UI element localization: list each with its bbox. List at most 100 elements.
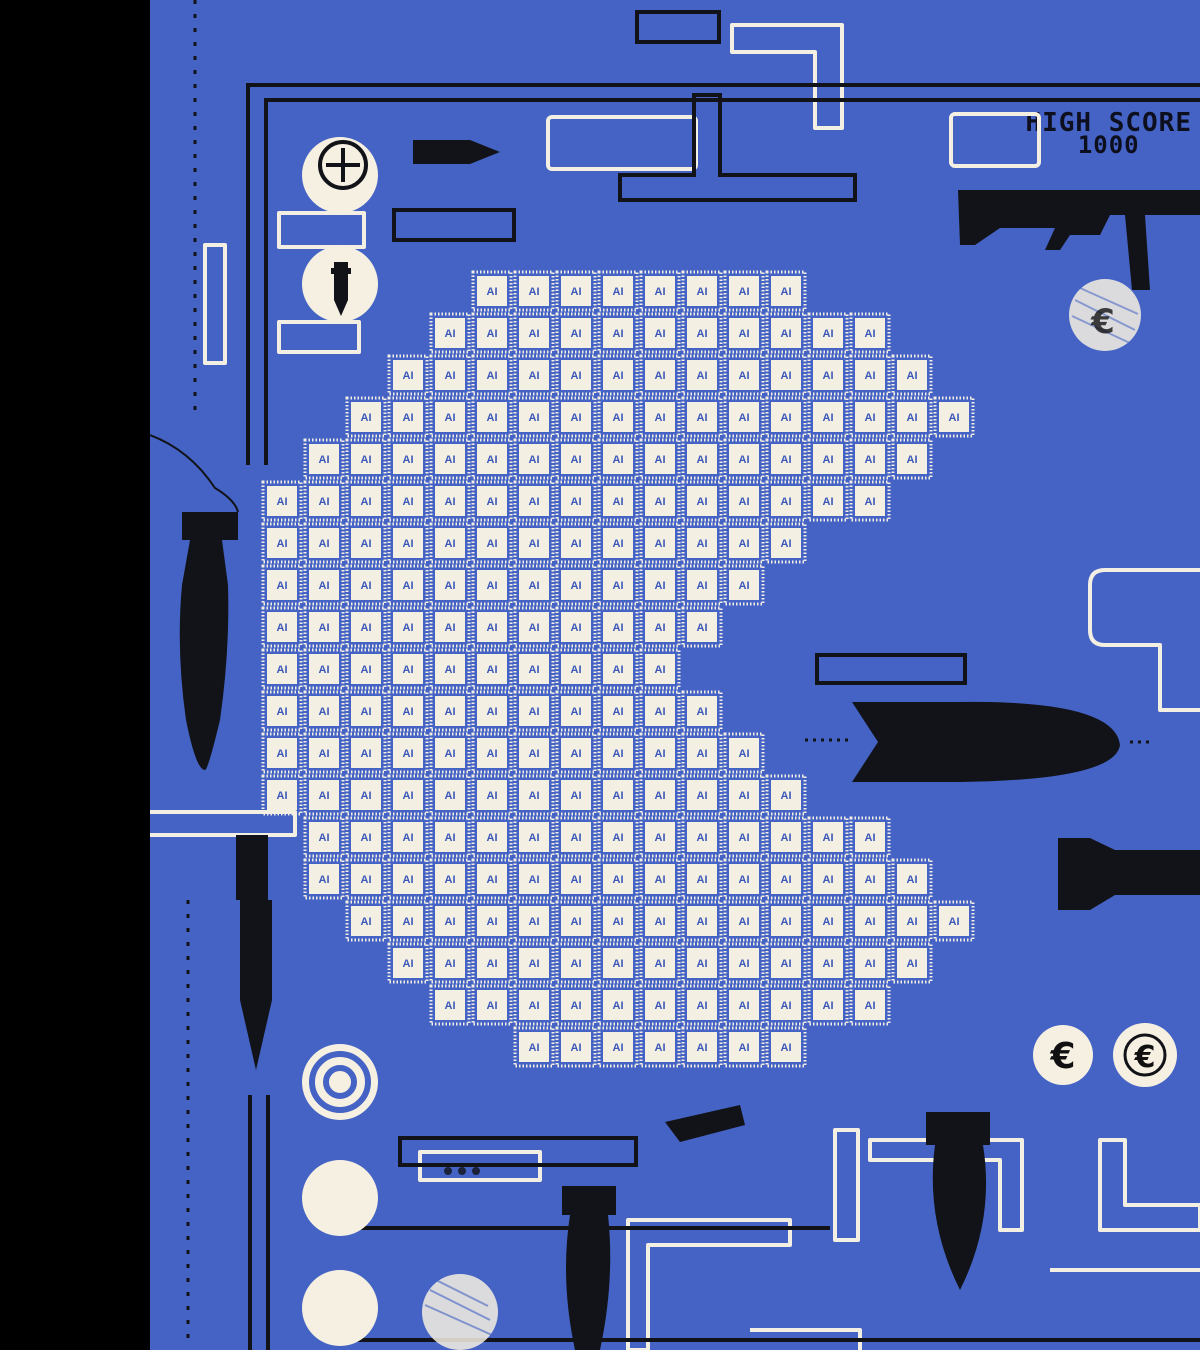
ai-chip-label: AI bbox=[319, 496, 330, 508]
ai-chip: AI bbox=[303, 732, 345, 774]
ai-chip: AI bbox=[345, 690, 387, 732]
ai-chip: AI bbox=[471, 396, 513, 438]
ai-chip-label: AI bbox=[361, 874, 372, 886]
ai-chip: AI bbox=[765, 312, 807, 354]
ai-chip-label: AI bbox=[613, 1042, 624, 1054]
ai-chip-label: AI bbox=[781, 370, 792, 382]
ai-chip: AI bbox=[555, 564, 597, 606]
ai-chip-label: AI bbox=[655, 496, 666, 508]
ai-chip: AI bbox=[597, 564, 639, 606]
ai-chip-label: AI bbox=[277, 622, 288, 634]
ai-chip-label: AI bbox=[655, 790, 666, 802]
ai-chip-label: AI bbox=[697, 706, 708, 718]
ai-chip-label: AI bbox=[655, 706, 666, 718]
maze-wall bbox=[546, 115, 698, 171]
ai-chip: AI bbox=[429, 816, 471, 858]
ai-chip-label: AI bbox=[865, 412, 876, 424]
ai-chip: AI bbox=[891, 396, 933, 438]
ai-chip: AI bbox=[513, 816, 555, 858]
ai-chip: AI bbox=[933, 396, 975, 438]
ai-chip: AI bbox=[597, 774, 639, 816]
ai-chip-label: AI bbox=[571, 790, 582, 802]
ai-chip: AI bbox=[723, 396, 765, 438]
ai-chip-label: AI bbox=[319, 874, 330, 886]
ai-chip-label: AI bbox=[865, 1000, 876, 1012]
ai-chip-label: AI bbox=[529, 832, 540, 844]
ai-chip-label: AI bbox=[403, 664, 414, 676]
ai-chip: AI bbox=[765, 942, 807, 984]
ai-chip-label: AI bbox=[613, 832, 624, 844]
ai-chip: AI bbox=[681, 270, 723, 312]
ai-chip: AI bbox=[765, 816, 807, 858]
ai-chip-label: AI bbox=[277, 496, 288, 508]
ai-chip-label: AI bbox=[571, 1042, 582, 1054]
ai-chip: AI bbox=[429, 984, 471, 1026]
ai-chip: AI bbox=[723, 942, 765, 984]
power-pellet bbox=[302, 1160, 378, 1236]
ai-chip-label: AI bbox=[445, 958, 456, 970]
ai-chip-label: AI bbox=[487, 370, 498, 382]
ai-chip-label: AI bbox=[445, 412, 456, 424]
ai-chip: AI bbox=[849, 312, 891, 354]
ai-chip: AI bbox=[681, 816, 723, 858]
ai-chip-label: AI bbox=[739, 958, 750, 970]
ai-chip: AI bbox=[387, 774, 429, 816]
ai-chip: AI bbox=[597, 690, 639, 732]
ai-chip-label: AI bbox=[865, 370, 876, 382]
ai-chip-label: AI bbox=[697, 622, 708, 634]
ai-chip: AI bbox=[681, 354, 723, 396]
ai-chip-label: AI bbox=[445, 832, 456, 844]
ai-chip-label: AI bbox=[781, 916, 792, 928]
ai-chip: AI bbox=[807, 984, 849, 1026]
enemies bbox=[179, 140, 1200, 1350]
ai-chip: AI bbox=[471, 774, 513, 816]
ai-chip-label: AI bbox=[655, 1000, 666, 1012]
ai-chip: AI bbox=[555, 732, 597, 774]
ai-chip-label: AI bbox=[823, 916, 834, 928]
ai-chip: AI bbox=[471, 522, 513, 564]
ai-chip: AI bbox=[681, 312, 723, 354]
ai-chip-label: AI bbox=[571, 874, 582, 886]
ai-chip: AI bbox=[723, 564, 765, 606]
ai-chip: AI bbox=[765, 354, 807, 396]
ai-chip-label: AI bbox=[487, 832, 498, 844]
ai-chip: AI bbox=[471, 648, 513, 690]
ai-chip: AI bbox=[765, 270, 807, 312]
ai-chip-label: AI bbox=[739, 1000, 750, 1012]
ai-chip: AI bbox=[429, 480, 471, 522]
ai-chip: AI bbox=[429, 438, 471, 480]
ai-chip-label: AI bbox=[781, 832, 792, 844]
ai-chip: AI bbox=[387, 438, 429, 480]
ai-chip-label: AI bbox=[613, 496, 624, 508]
ai-chip-label: AI bbox=[571, 916, 582, 928]
ai-chip: AI bbox=[513, 438, 555, 480]
ai-chip: AI bbox=[345, 858, 387, 900]
ai-chip-label: AI bbox=[403, 580, 414, 592]
ai-chip: AI bbox=[345, 648, 387, 690]
ai-chip: AI bbox=[933, 900, 975, 942]
ai-chip: AI bbox=[555, 606, 597, 648]
ai-chip: AI bbox=[723, 354, 765, 396]
ai-chip-label: AI bbox=[487, 328, 498, 340]
ai-chip-label: AI bbox=[487, 874, 498, 886]
ai-chip-label: AI bbox=[487, 538, 498, 550]
ai-chip-label: AI bbox=[571, 748, 582, 760]
ai-chip-label: AI bbox=[571, 958, 582, 970]
maze-wall bbox=[868, 1138, 1024, 1232]
ai-chip-label: AI bbox=[697, 832, 708, 844]
power-up-bullet bbox=[302, 246, 378, 322]
ai-chip-label: AI bbox=[487, 412, 498, 424]
ai-chip: AI bbox=[681, 396, 723, 438]
ai-chip-label: AI bbox=[361, 790, 372, 802]
ai-chip: AI bbox=[387, 942, 429, 984]
ai-chip: AI bbox=[387, 900, 429, 942]
ai-chip-label: AI bbox=[613, 664, 624, 676]
ai-chip-label: AI bbox=[613, 1000, 624, 1012]
ai-chip: AI bbox=[639, 774, 681, 816]
ai-chip-label: AI bbox=[865, 496, 876, 508]
ai-chip-label: AI bbox=[571, 664, 582, 676]
ai-chip-label: AI bbox=[907, 454, 918, 466]
ai-chip-label: AI bbox=[655, 580, 666, 592]
ai-chip-label: AI bbox=[613, 706, 624, 718]
ai-chip: AI bbox=[891, 438, 933, 480]
